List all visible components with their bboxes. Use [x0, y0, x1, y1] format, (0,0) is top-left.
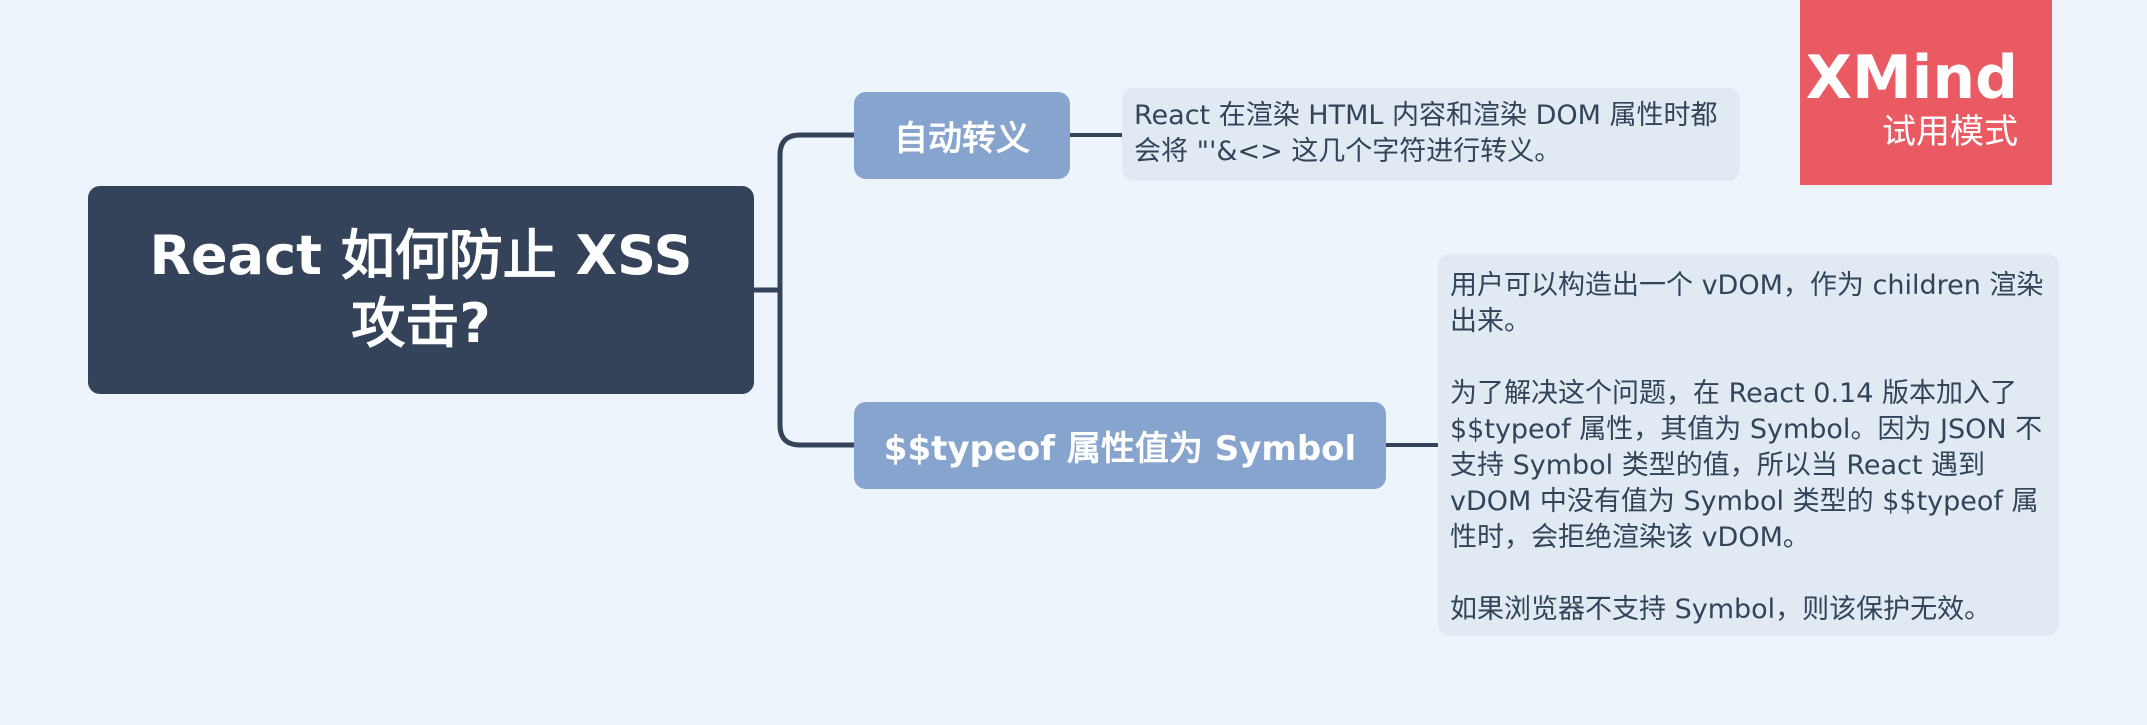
root-topic-title: React 如何防止 XSS 攻击? [149, 224, 693, 355]
watermark-mode: 试用模式 [1882, 112, 2018, 152]
note-paragraph: 如果浏览器不支持 Symbol，则该保护无效。 [1450, 594, 1992, 625]
branch-topic-auto-escape[interactable]: 自动转义 [854, 92, 1070, 179]
note-paragraph: 为了解决这个问题，在 React 0.14 版本加入了 $$typeof 属性，… [1450, 378, 2043, 553]
branch-topic-label: 自动转义 [894, 119, 1030, 159]
branch-topic-typeof-symbol[interactable]: $$typeof 属性值为 Symbol [854, 402, 1386, 489]
xmind-trial-watermark: XMind 试用模式 [1800, 0, 2052, 185]
watermark-brand: XMind [1805, 43, 2018, 113]
note-paragraph: 用户可以构造出一个 vDOM，作为 children 渲染出来。 [1450, 270, 2044, 337]
branch-topic-label: $$typeof 属性值为 Symbol [883, 429, 1357, 469]
note-auto-escape[interactable]: React 在渲染 HTML 内容和渲染 DOM 属性时都会将 "'&<> 这几… [1122, 88, 1740, 181]
note-typeof-symbol[interactable]: 用户可以构造出一个 vDOM，作为 children 渲染出来。 为了解决这个问… [1438, 254, 2059, 636]
note-text: React 在渲染 HTML 内容和渲染 DOM 属性时都会将 "'&<> 这几… [1134, 100, 1718, 167]
branch-bracket-connector [777, 132, 857, 448]
root-topic[interactable]: React 如何防止 XSS 攻击? [88, 186, 754, 394]
